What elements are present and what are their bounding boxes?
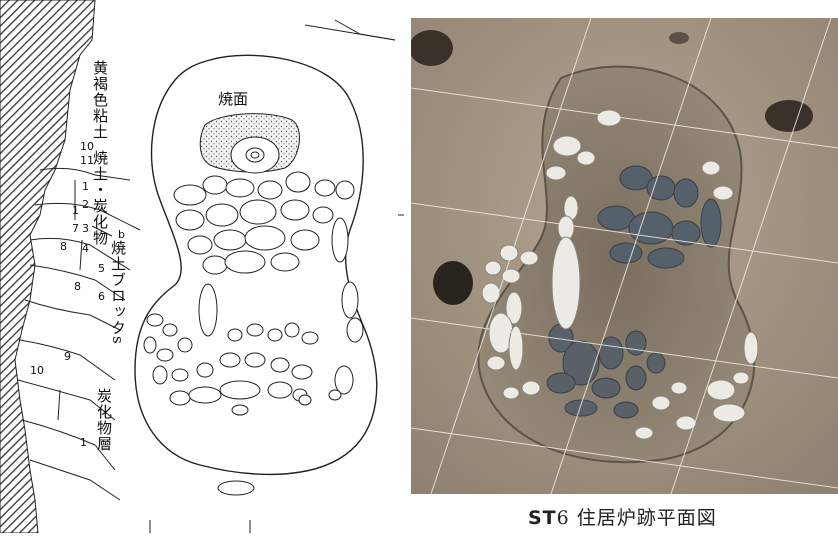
- hearth-plan-drawing: 黄褐色粘土 焼土・炭化物 焼土ブロックs 炭化物層 焼面 b 10 11 1 2…: [0, 0, 410, 534]
- marker-b: b: [118, 228, 125, 241]
- outlying-stone: [217, 480, 255, 496]
- section-wall-hatch: [0, 0, 96, 534]
- layer-number: 2: [82, 198, 89, 211]
- label-burnt-face: 焼面: [218, 90, 249, 108]
- layer-lines: [17, 167, 141, 501]
- layer-number: 6: [98, 290, 105, 303]
- layer-number: 10: [80, 140, 94, 153]
- caption-prefix: ST: [528, 507, 557, 529]
- figure-caption: ST6 住居炉跡平面図: [528, 503, 717, 530]
- stones-upper: [173, 136, 364, 343]
- layer-number: 11: [80, 154, 94, 167]
- layer-number: 10: [30, 364, 44, 377]
- scale-ticks: [149, 520, 251, 533]
- layer-number: 7: [72, 222, 79, 235]
- hearth-photograph: [409, 17, 838, 495]
- layer-number: 5: [98, 262, 105, 275]
- layer-number: 1: [82, 180, 89, 193]
- stones-lower: [143, 313, 354, 416]
- layer-number: 8: [60, 240, 67, 253]
- layer-number: 1: [72, 204, 79, 217]
- label-burnt-soil-charcoal: 焼土・炭化物: [91, 150, 109, 246]
- label-charcoal-layer: 炭化物層: [95, 388, 113, 452]
- photo-svg: [409, 17, 838, 495]
- layer-number: 8: [74, 280, 81, 293]
- drawing-svg: [0, 0, 404, 534]
- layer-number: 4: [82, 242, 89, 255]
- reference-line: [304, 19, 404, 216]
- label-burnt-soil-block: 焼土ブロックs: [109, 240, 127, 345]
- layer-number: 9: [64, 350, 71, 363]
- label-yellow-clay: 黄褐色粘土: [91, 60, 109, 140]
- caption-text: 6 住居炉跡平面図: [556, 507, 717, 529]
- layer-number: 1: [80, 436, 87, 449]
- layer-number: 3: [82, 222, 89, 235]
